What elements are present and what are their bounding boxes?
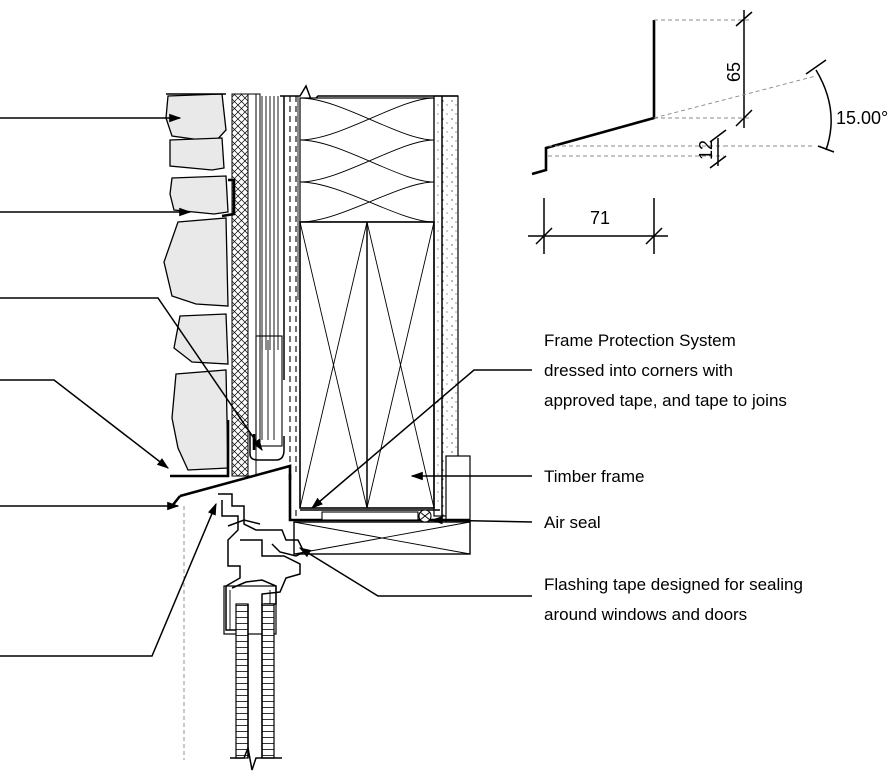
inner-lining bbox=[433, 95, 471, 531]
dim-angle-label: 15.00° bbox=[836, 108, 888, 128]
right-leader-lines bbox=[298, 369, 533, 597]
flashing-tape-line-1: Flashing tape designed for sealing bbox=[544, 575, 803, 594]
window-frame-profile bbox=[218, 493, 306, 635]
dim-width-label: 71 bbox=[590, 208, 610, 228]
flashing-tape-line-2: around windows and doors bbox=[544, 605, 747, 624]
callout-frame-protection: Frame Protection System dressed into cor… bbox=[544, 331, 787, 410]
window-head-reveal bbox=[288, 474, 471, 555]
glazing-units bbox=[230, 603, 282, 771]
frame-protection-line-1: Frame Protection System bbox=[544, 331, 736, 350]
break-lines bbox=[166, 84, 458, 104]
stone-cladding bbox=[163, 93, 229, 471]
dim-height-label: 65 bbox=[724, 62, 744, 82]
callout-timber-frame: Timber frame bbox=[544, 467, 644, 486]
wall-membrane-layers bbox=[231, 93, 285, 477]
flashing-profile-detail bbox=[528, 10, 835, 254]
insulation bbox=[299, 97, 435, 223]
callout-flashing-tape: Flashing tape designed for sealing aroun… bbox=[544, 575, 803, 624]
frame-protection-line-3: approved tape, and tape to joins bbox=[544, 391, 787, 410]
timber-studs bbox=[299, 221, 435, 509]
frame-protection-line-2: dressed into corners with bbox=[544, 361, 733, 380]
breather-membrane bbox=[283, 96, 299, 474]
dim-offset-label: 12 bbox=[696, 140, 716, 160]
callout-air-seal: Air seal bbox=[544, 513, 601, 532]
left-leader-lines bbox=[0, 113, 263, 657]
